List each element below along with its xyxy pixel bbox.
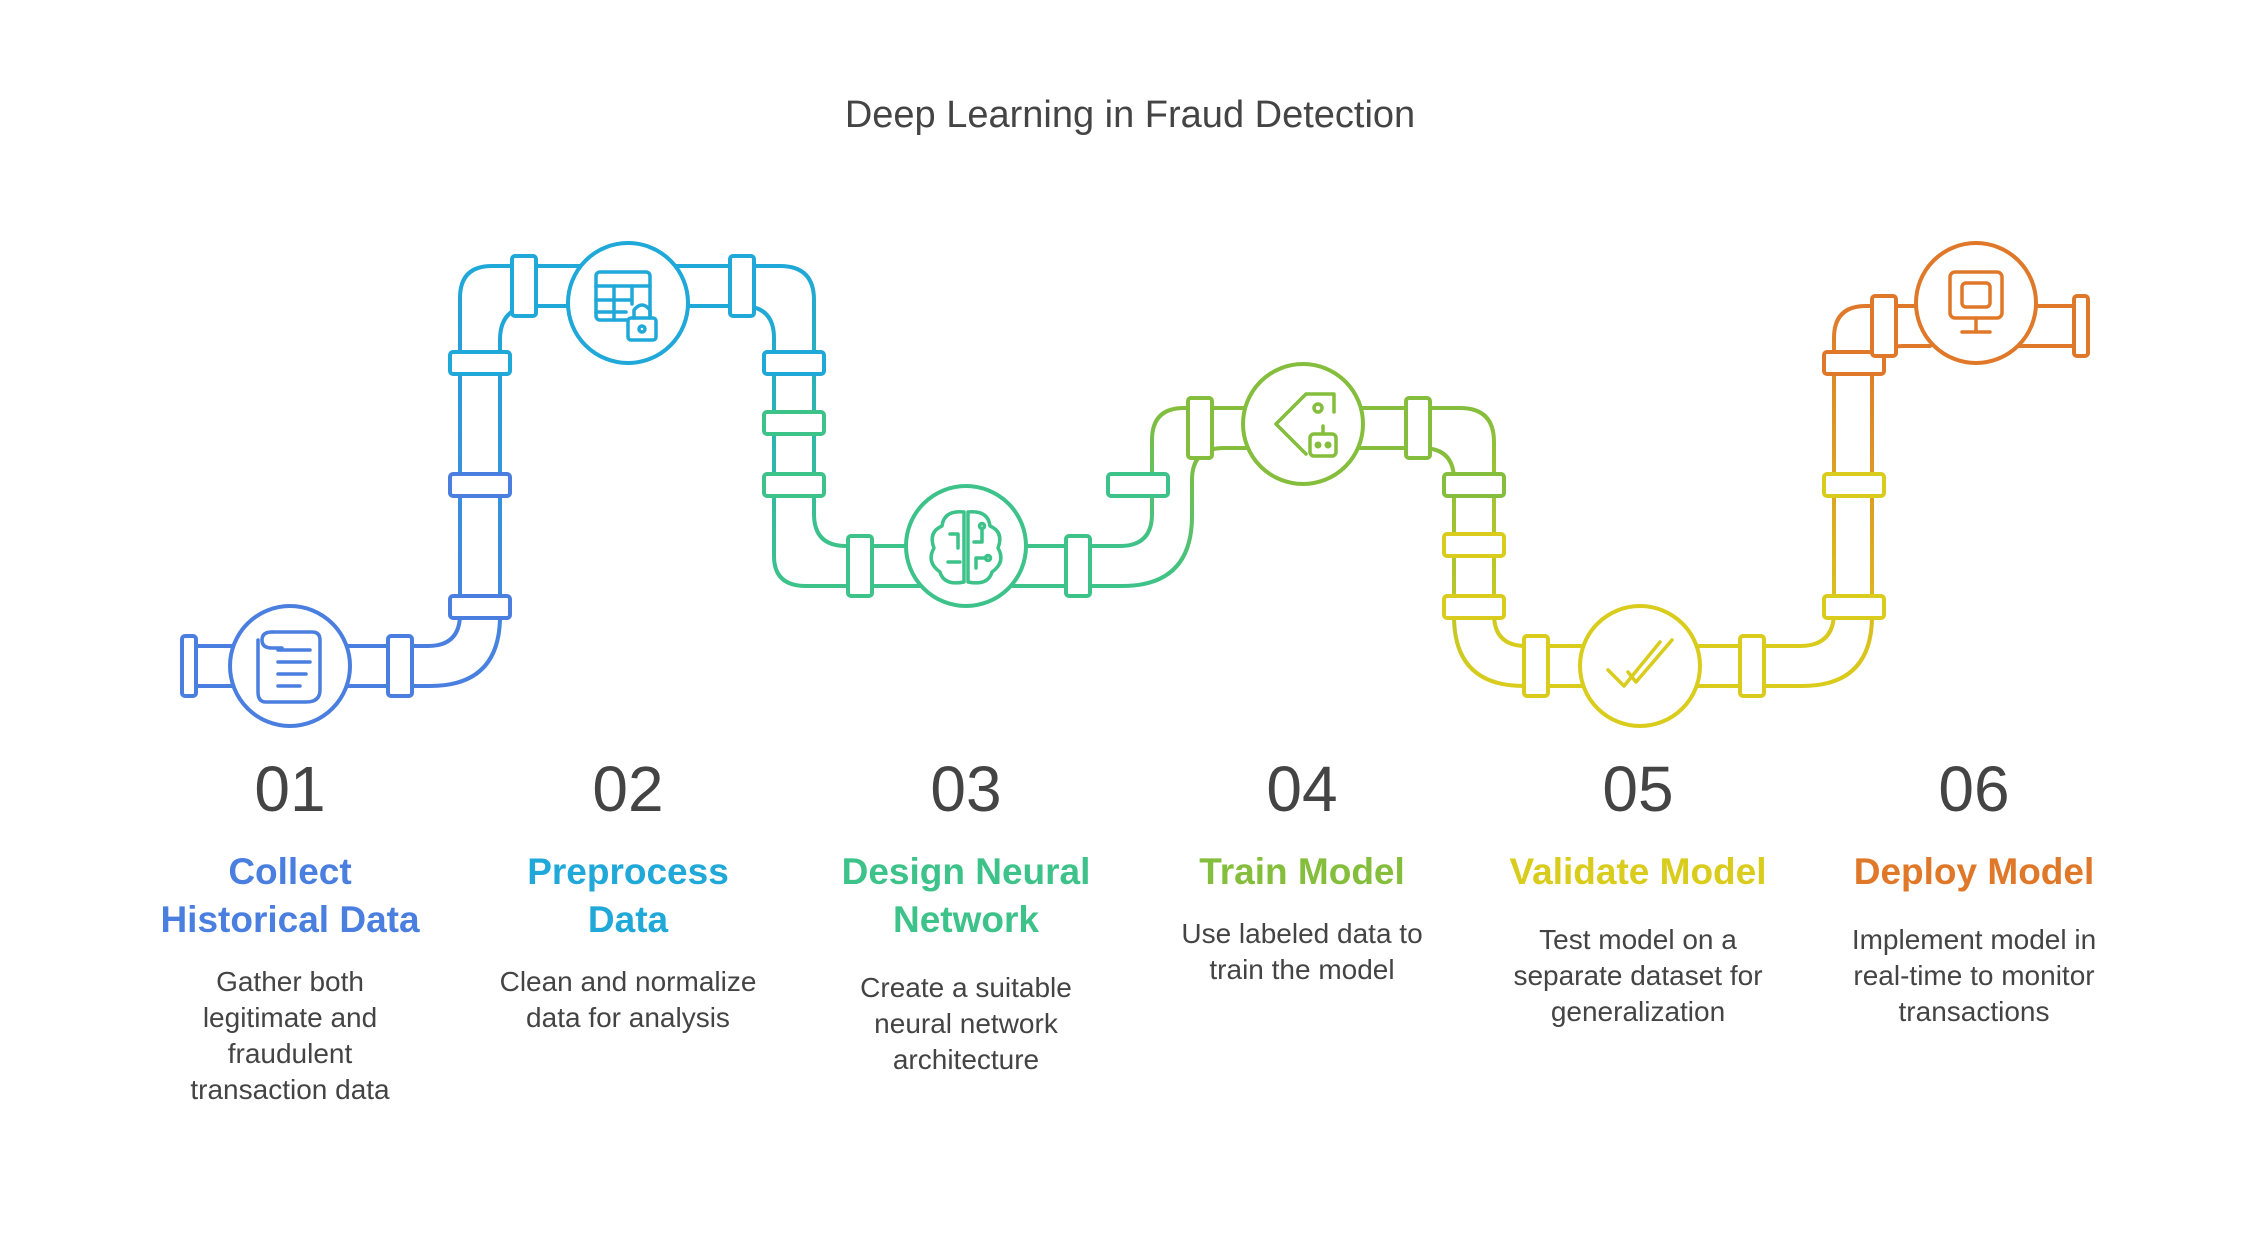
step-description-line: data for analysis — [526, 1002, 730, 1033]
coupling-yellow — [1442, 472, 1886, 698]
tag-robot-icon — [1274, 392, 1338, 458]
step-description-line: neural network — [874, 1008, 1058, 1039]
step-heading: Validate Model — [1478, 848, 1798, 896]
coupling-orange — [1822, 294, 2090, 376]
step-heading-line: Validate Model — [1509, 851, 1767, 892]
step-description-line: generalization — [1550, 996, 1726, 1027]
step-description-line: transactions — [1898, 996, 2050, 1027]
coupling-cyan — [448, 254, 826, 376]
step-description-line: legitimate and — [202, 1002, 378, 1033]
step-description-line: Test model on a — [1539, 924, 1737, 955]
step-heading-line: Historical Data — [160, 899, 420, 940]
step-heading: Preprocess Data — [468, 848, 788, 944]
step-description-line: Clean and normalize — [499, 966, 757, 997]
node-circle-4 — [1241, 362, 1365, 486]
step-heading-line: Data — [587, 899, 669, 940]
step-number: 04 — [1266, 753, 1338, 825]
step-description-line: transaction data — [190, 1074, 390, 1105]
node-circle-1 — [228, 604, 352, 728]
step-description-line: architecture — [892, 1044, 1040, 1075]
step-heading-line: Preprocess — [527, 851, 729, 892]
step-number: 01 — [254, 753, 326, 825]
step-number: 06 — [1938, 753, 2010, 825]
step-number: 03 — [930, 753, 1002, 825]
node-circle-2 — [566, 241, 690, 365]
step-description: Gather both legitimate and fraudulent tr… — [130, 964, 450, 1108]
step-description: Create a suitable neural network archite… — [806, 970, 1126, 1078]
step-heading: Design Neural Network — [806, 848, 1126, 944]
brain-circuit-icon — [929, 510, 1003, 585]
double-check-icon — [1606, 638, 1674, 688]
step-heading: Collect Historical Data — [130, 848, 450, 944]
scroll-document-icon — [256, 630, 322, 704]
page-title: Deep Learning in Fraud Detection — [844, 94, 1416, 136]
step-heading-line: Collect — [228, 851, 352, 892]
pipe-segment-5 — [1678, 304, 1932, 688]
step-description: Use labeled data to train the model — [1142, 916, 1462, 988]
step-description: Clean and normalize data for analysis — [468, 964, 788, 1036]
step-heading-line: Train Model — [1199, 851, 1405, 892]
step-description-line: Gather both — [216, 966, 364, 997]
step-heading: Deploy Model — [1814, 848, 2134, 896]
monitor-deploy-icon — [1948, 270, 2004, 334]
step-number: 02 — [592, 753, 664, 825]
step-heading-line: Network — [893, 899, 1039, 940]
step-description-line: real-time to monitor — [1853, 960, 2095, 991]
step-description-line: Create a suitable — [860, 972, 1072, 1003]
step-number: 05 — [1602, 753, 1674, 825]
step-description-line: Implement model in — [1851, 924, 2097, 955]
step-heading-line: Design Neural — [841, 851, 1091, 892]
step-description: Implement model in real-time to monitor … — [1814, 922, 2134, 1030]
table-lock-icon — [594, 270, 658, 342]
step-description: Test model on a separate dataset for gen… — [1478, 922, 1798, 1030]
pipe-segment-4 — [1346, 406, 1602, 688]
node-circle-3 — [904, 484, 1028, 608]
step-description-line: fraudulent — [227, 1038, 353, 1069]
step-description-line: Use labeled data to — [1181, 918, 1423, 949]
step-heading-line: Deploy Model — [1853, 851, 2095, 892]
coupling-green — [762, 410, 1170, 598]
node-circle-6 — [1914, 241, 2038, 365]
coupling-vertical — [180, 472, 512, 698]
step-description-line: separate dataset for — [1513, 960, 1763, 991]
coupling-lime — [1186, 396, 1506, 498]
step-description-line: train the model — [1209, 954, 1395, 985]
step-heading: Train Model — [1142, 848, 1462, 896]
